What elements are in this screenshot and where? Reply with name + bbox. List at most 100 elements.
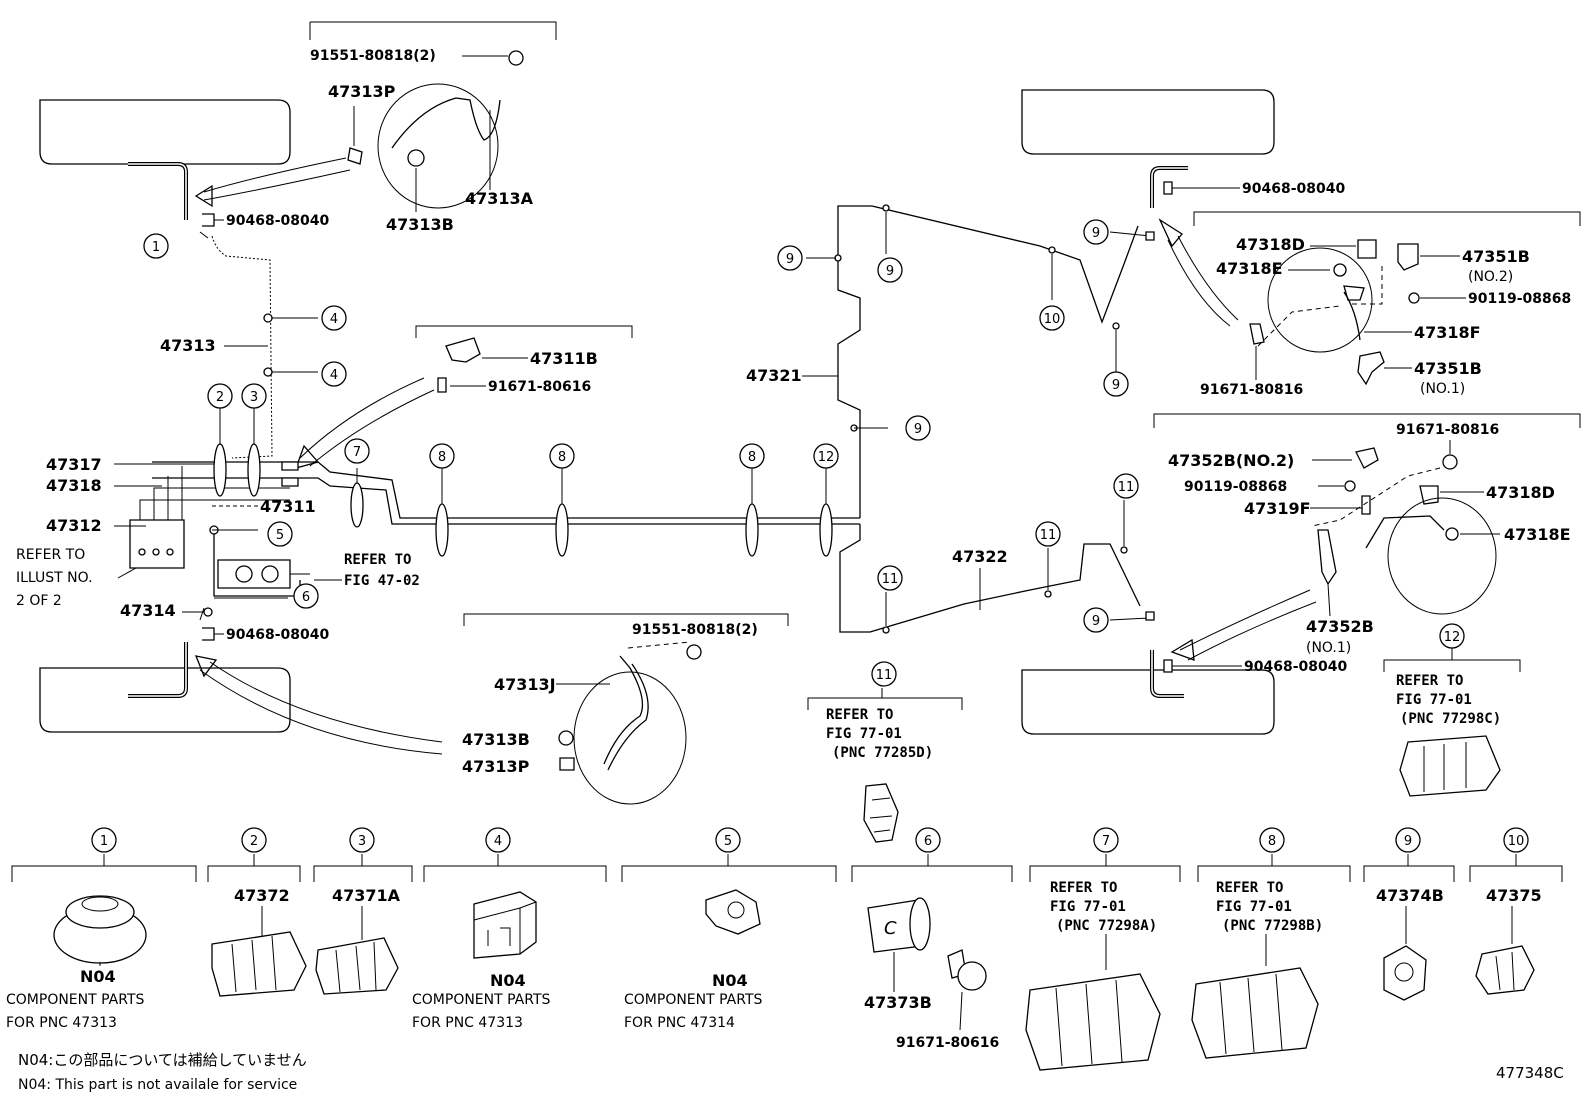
legend-6-pn-b[interactable]: 91671-80616 bbox=[896, 1035, 999, 1051]
callout-circle-9[interactable]: 9 bbox=[1103, 371, 1129, 397]
part-90119-08868-fr[interactable]: 90119-08868 bbox=[1468, 291, 1571, 307]
part-91671-80616-top[interactable]: 91671-80616 bbox=[488, 379, 591, 395]
callout-circle-5[interactable]: 5 bbox=[715, 827, 741, 853]
callout-circle-2[interactable]: 2 bbox=[207, 383, 233, 409]
callout-circle-8[interactable]: 8 bbox=[739, 443, 765, 469]
part-47318D-rr[interactable]: 47318D bbox=[1486, 483, 1555, 502]
callout-circle-3[interactable]: 3 bbox=[241, 383, 267, 409]
part-91551-80818-b[interactable]: 91551-80818(2) bbox=[632, 622, 758, 638]
legend-10-pn[interactable]: 47375 bbox=[1486, 886, 1542, 905]
callout-circle-number: 10 bbox=[1508, 834, 1525, 849]
callout-circle-9[interactable]: 9 bbox=[877, 257, 903, 283]
callout-circle-number: 10 bbox=[1044, 312, 1061, 327]
part-47313A[interactable]: 47313A bbox=[465, 189, 534, 208]
part-47314[interactable]: 47314 bbox=[120, 601, 176, 620]
callout-circle-5[interactable]: 5 bbox=[267, 521, 293, 547]
legend-1-pn[interactable]: N04 bbox=[80, 967, 116, 986]
callout-circle-1[interactable]: 1 bbox=[143, 233, 169, 259]
detail-circle bbox=[573, 671, 687, 805]
callout-circle-number: 5 bbox=[724, 834, 732, 849]
part-91551-80818[interactable]: 91551-80818(2) bbox=[310, 48, 436, 64]
callout-circle-2[interactable]: 2 bbox=[241, 827, 267, 853]
part-47313B-bottom[interactable]: 47313B bbox=[462, 730, 530, 749]
part-90468-08040-rr[interactable]: 90468-08040 bbox=[1244, 659, 1347, 675]
part-91671-80816-rr[interactable]: 91671-80816 bbox=[1396, 422, 1499, 438]
legend-5-pn[interactable]: N04 bbox=[712, 971, 748, 990]
part-47312[interactable]: 47312 bbox=[46, 516, 102, 535]
legend-4-pn[interactable]: N04 bbox=[490, 971, 526, 990]
part-47313P[interactable]: 47313P bbox=[328, 82, 396, 101]
callout-circle-11[interactable]: 11 bbox=[1035, 521, 1061, 547]
legend-7-line2: FIG 77-01 bbox=[1050, 899, 1126, 915]
part-47313[interactable]: 47313 bbox=[160, 336, 216, 355]
part-47352B-no2[interactable]: 47352B(NO.2) bbox=[1168, 451, 1294, 470]
callout-circle-11[interactable]: 11 bbox=[877, 565, 903, 591]
callout-circle-number: 9 bbox=[1092, 614, 1100, 629]
part-90119-08868-rr[interactable]: 90119-08868 bbox=[1184, 479, 1287, 495]
legend-6-pn-a[interactable]: 47373B bbox=[864, 993, 932, 1012]
callout-circle-9[interactable]: 9 bbox=[905, 415, 931, 441]
callout-circle-8[interactable]: 8 bbox=[429, 443, 455, 469]
callout-circle-12[interactable]: 12 bbox=[813, 443, 839, 469]
clip-icon bbox=[559, 757, 575, 771]
callout-circle-11[interactable]: 11 bbox=[871, 661, 897, 687]
callout-circle-12[interactable]: 12 bbox=[1439, 623, 1465, 649]
legend-2-pn[interactable]: 47372 bbox=[234, 886, 290, 905]
clip-icon bbox=[1383, 945, 1427, 1001]
callout-circle-11[interactable]: 11 bbox=[1113, 473, 1139, 499]
part-91671-80816-fr[interactable]: 91671-80816 bbox=[1200, 382, 1303, 398]
part-47351B-no2[interactable]: 47351B bbox=[1462, 247, 1530, 266]
grommet-icon bbox=[1333, 263, 1347, 277]
callout-circle-4[interactable]: 4 bbox=[485, 827, 511, 853]
callout-circle-ring bbox=[715, 827, 741, 853]
part-47319F[interactable]: 47319F bbox=[1244, 499, 1311, 518]
part-47318[interactable]: 47318 bbox=[46, 476, 102, 495]
clamp-icon bbox=[211, 931, 307, 997]
part-47322[interactable]: 47322 bbox=[952, 547, 1008, 566]
callout-circle-3[interactable]: 3 bbox=[349, 827, 375, 853]
callout-circle-8[interactable]: 8 bbox=[1259, 827, 1285, 853]
callout-circle-10[interactable]: 10 bbox=[1503, 827, 1529, 853]
callout-circle-9[interactable]: 9 bbox=[1083, 607, 1109, 633]
part-47318D-fr[interactable]: 47318D bbox=[1236, 235, 1305, 254]
part-47318E-rr[interactable]: 47318E bbox=[1504, 525, 1571, 544]
callout-circle-ring bbox=[1035, 521, 1061, 547]
part-47352B-no1[interactable]: 47352B bbox=[1306, 617, 1374, 636]
part-90468-08040-fr[interactable]: 90468-08040 bbox=[1242, 181, 1345, 197]
callout-circle-number: 6 bbox=[924, 834, 932, 849]
callout-circle-number: 9 bbox=[1092, 226, 1100, 241]
connector-icon bbox=[1357, 239, 1377, 259]
callout-circle-9[interactable]: 9 bbox=[1395, 827, 1421, 853]
clamp-icon bbox=[1025, 973, 1161, 1071]
clamp-c-mark: C bbox=[884, 918, 897, 939]
part-47311B[interactable]: 47311B bbox=[530, 349, 598, 368]
callout-circle-7[interactable]: 7 bbox=[344, 438, 370, 464]
callout-circle-4[interactable]: 4 bbox=[321, 361, 347, 387]
part-47351B-no1[interactable]: 47351B bbox=[1414, 359, 1482, 378]
callout-circle-ring bbox=[293, 583, 319, 609]
callout-circle-9[interactable]: 9 bbox=[1083, 219, 1109, 245]
part-47311[interactable]: 47311 bbox=[260, 497, 316, 516]
clip11-line3: (PNC 77285D) bbox=[832, 745, 933, 761]
legend-9-pn[interactable]: 47374B bbox=[1376, 886, 1444, 905]
part-47318F[interactable]: 47318F bbox=[1414, 323, 1481, 342]
callout-circle-10[interactable]: 10 bbox=[1039, 305, 1065, 331]
part-47317[interactable]: 47317 bbox=[46, 455, 102, 474]
callout-circle-1[interactable]: 1 bbox=[91, 827, 117, 853]
part-90468-08040-fl[interactable]: 90468-08040 bbox=[226, 213, 329, 229]
part-47321[interactable]: 47321 bbox=[746, 366, 802, 385]
callout-circle-8[interactable]: 8 bbox=[549, 443, 575, 469]
callout-circle-ring bbox=[1439, 623, 1465, 649]
part-47313B-top[interactable]: 47313B bbox=[386, 215, 454, 234]
part-47318E-fr[interactable]: 47318E bbox=[1216, 259, 1283, 278]
callout-circle-4[interactable]: 4 bbox=[321, 305, 347, 331]
part-90468-08040-rl[interactable]: 90468-08040 bbox=[226, 627, 329, 643]
front-left-fender-outline bbox=[39, 99, 291, 165]
part-47313J[interactable]: 47313J bbox=[494, 675, 556, 694]
part-47313P-bottom[interactable]: 47313P bbox=[462, 757, 530, 776]
callout-circle-7[interactable]: 7 bbox=[1093, 827, 1119, 853]
callout-circle-6[interactable]: 6 bbox=[915, 827, 941, 853]
callout-circle-9[interactable]: 9 bbox=[777, 245, 803, 271]
legend-3-pn[interactable]: 47371A bbox=[332, 886, 401, 905]
callout-circle-6[interactable]: 6 bbox=[293, 583, 319, 609]
